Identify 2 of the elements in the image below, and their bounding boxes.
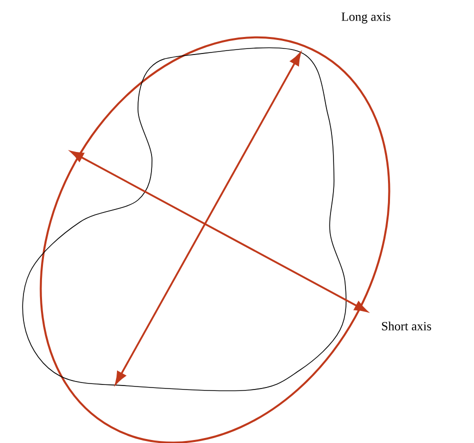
- axis-label: Short axis: [382, 322, 432, 330]
- axis-label: Long axis: [342, 12, 390, 24]
